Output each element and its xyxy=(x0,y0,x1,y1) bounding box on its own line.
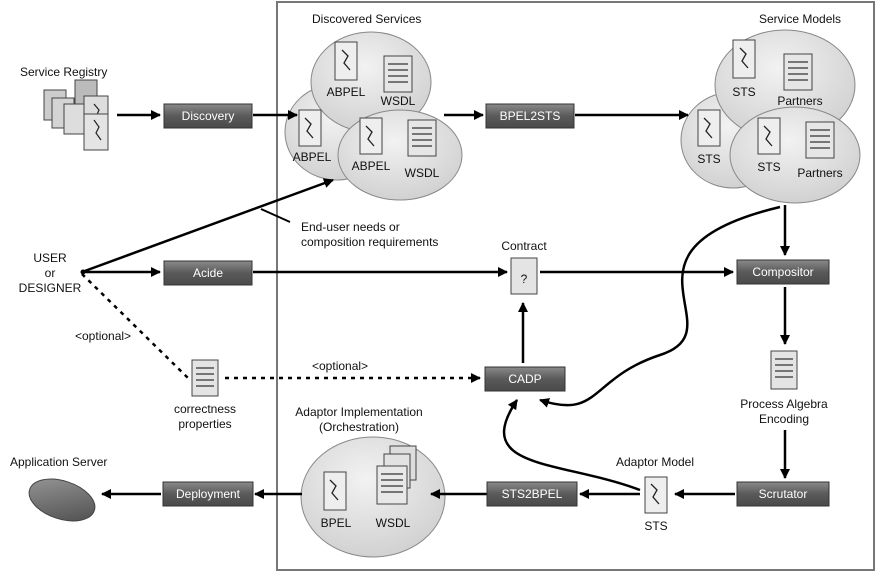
abpel-doc-1-icon xyxy=(334,41,358,81)
bpel2sts-label: BPEL2STS xyxy=(500,109,561,123)
process-algebra-doc-icon xyxy=(770,350,798,390)
end-user-needs-line1: End-user needs or xyxy=(301,220,400,234)
sts-label-1: STS xyxy=(732,85,755,99)
arrow-adaptor-cadp xyxy=(502,399,641,492)
abpel-label-1: ABPEL xyxy=(327,85,366,99)
abpel-doc-2-icon xyxy=(298,109,322,147)
wsdl-doc-1-icon xyxy=(383,55,413,93)
application-server-icon xyxy=(28,478,96,522)
process-algebra-line1: Process Algebra xyxy=(740,397,828,411)
wsdl-impl-docs-icon xyxy=(376,445,417,505)
partners-label-1: Partners xyxy=(777,94,822,108)
partners-doc-2-icon xyxy=(805,121,835,159)
wsdl-label-1: WSDL xyxy=(381,94,416,108)
acide-box[interactable]: Acide xyxy=(163,260,253,286)
adaptor-model-sts-label: STS xyxy=(644,519,667,533)
wsdl-doc-2-icon xyxy=(407,119,437,157)
sts-label-2: STS xyxy=(697,152,720,166)
discovery-box[interactable]: Discovery xyxy=(163,103,253,129)
correctness-label-line1: correctness xyxy=(174,402,236,416)
scrutator-label: Scrutator xyxy=(759,487,808,501)
scrutator-box[interactable]: Scrutator xyxy=(736,481,830,507)
service-registry-docs-icon xyxy=(43,79,109,151)
callout-end-user-needs xyxy=(260,208,291,223)
cadp-box[interactable]: CADP xyxy=(484,366,566,392)
user-label-line2: or xyxy=(45,266,56,280)
discovery-label: Discovery xyxy=(182,109,235,123)
bpel-label: BPEL xyxy=(321,516,352,530)
discovered-services-title: Discovered Services xyxy=(312,12,421,26)
sts-doc-1-icon xyxy=(732,39,756,79)
arrow-user-services xyxy=(81,178,334,274)
user-label-line1: USER xyxy=(33,251,67,265)
correctness-label-line2: properties xyxy=(178,417,231,431)
compositor-box[interactable]: Compositor xyxy=(736,259,830,285)
deployment-box[interactable]: Deployment xyxy=(162,481,254,507)
bpel2sts-box[interactable]: BPEL2STS xyxy=(485,103,575,129)
adaptor-model-doc-icon xyxy=(644,476,668,514)
deployment-label: Deployment xyxy=(176,487,241,501)
acide-label: Acide xyxy=(193,266,223,280)
adaptor-model-label: Adaptor Model xyxy=(616,455,694,469)
wsdl-impl-label: WSDL xyxy=(376,516,411,530)
cadp-label: CADP xyxy=(508,372,541,386)
abpel-doc-3-icon xyxy=(359,117,383,155)
abpel-label-2: ABPEL xyxy=(293,150,332,164)
sts-label-3: STS xyxy=(757,160,780,174)
user-origin-dot xyxy=(80,269,86,275)
sts2bpel-label: STS2BPEL xyxy=(502,487,563,501)
adaptor-impl-line1: Adaptor Implementation xyxy=(295,405,422,419)
end-user-needs-line2: composition requirements xyxy=(301,235,438,249)
dashed-user-correctness xyxy=(81,273,189,379)
environment-frame xyxy=(276,1,875,571)
adaptor-implementation-cloud xyxy=(300,436,446,558)
contract-symbol: ? xyxy=(521,272,528,286)
contract-doc-icon: ? xyxy=(510,257,538,295)
sts2bpel-box[interactable]: STS2BPEL xyxy=(486,481,578,507)
partners-doc-1-icon xyxy=(783,53,813,91)
optional-label-left: <optional> xyxy=(75,329,131,343)
partners-label-2: Partners xyxy=(797,166,842,180)
service-models-title: Service Models xyxy=(759,12,841,26)
adaptor-impl-line2: (Orchestration) xyxy=(319,420,399,434)
optional-label-mid: <optional> xyxy=(312,359,368,373)
user-label-line3: DESIGNER xyxy=(19,281,82,295)
sts-doc-2-icon xyxy=(697,109,721,147)
sts-doc-3-icon xyxy=(757,117,781,155)
bpel-doc-icon xyxy=(323,471,347,511)
correctness-doc-icon xyxy=(191,359,219,397)
abpel-label-3: ABPEL xyxy=(352,159,391,173)
process-algebra-line2: Encoding xyxy=(759,412,809,426)
application-server-label: Application Server xyxy=(10,455,107,469)
contract-label: Contract xyxy=(501,239,547,253)
arrow-models-cadp xyxy=(539,205,781,408)
compositor-label: Compositor xyxy=(752,265,813,279)
wsdl-label-2: WSDL xyxy=(405,166,440,180)
service-registry-title: Service Registry xyxy=(20,65,107,79)
